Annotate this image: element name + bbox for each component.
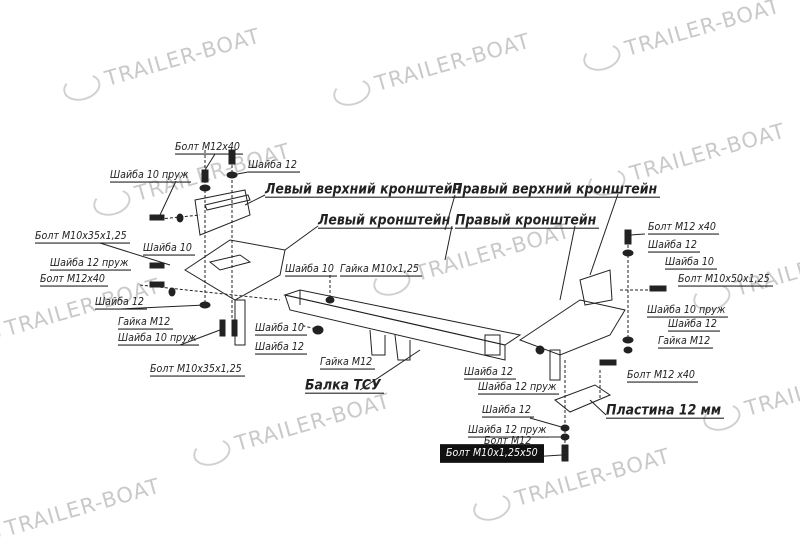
label-bolt-m10x50: Болт М10х50х1,25: [678, 273, 773, 287]
label-plate: Пластина 12 мм: [606, 402, 725, 419]
left-upper-bracket: [194, 189, 251, 236]
label-bolt-m10x35: Болт М10х35х1,25: [35, 230, 130, 244]
label-right-bracket: Правый кронштейн: [455, 212, 600, 229]
label-bolt-m12x40: Болт М12х40: [175, 141, 243, 155]
label-spring-washer-10: Шайба 10 пруж: [647, 304, 729, 318]
label-spring-washer-10: Шайба 10 пруж: [118, 332, 200, 346]
label-left-bracket: Левый кронштейн: [318, 212, 454, 229]
label-left-upper-bracket: Левый верхний кронштейн: [265, 181, 465, 198]
label-washer-10: Шайба 10: [255, 322, 307, 336]
label-washer-10: Шайба 10: [143, 242, 195, 256]
towbar-beam: [283, 289, 522, 361]
label-washer-12: Шайба 12: [255, 341, 307, 355]
label-washer-12: Шайба 12: [668, 318, 720, 332]
label-bolt-m10x35: Болт М10х35х1,25: [150, 363, 245, 377]
label-washer-12: Шайба 12: [248, 159, 300, 173]
label-nut-m10: Гайка М10х1,25: [340, 263, 422, 277]
right-bracket: [518, 269, 626, 381]
label-spring-washer-12: Шайба 12 пруж: [50, 257, 132, 271]
label-washer-12: Шайба 12: [648, 239, 700, 253]
label-nut-m12: Гайка М12: [658, 335, 714, 349]
label-nut-m12: Гайка М12: [118, 316, 174, 330]
label-washer-12: Шайба 12: [95, 296, 147, 310]
label-bolt-m12x40: Болт М12 х40: [627, 369, 698, 383]
label-spring-washer-10: Шайба 10 пруж: [110, 169, 192, 183]
label-washer-12: Шайба 12: [482, 404, 534, 418]
leader-lines: [99, 153, 646, 458]
label-nut-m12: Гайка М12: [320, 356, 376, 370]
label-right-upper-bracket: Правый верхний кронштейн: [452, 181, 661, 198]
label-washer-10: Шайба 10: [285, 263, 337, 277]
label-spring-washer-12: Шайба 12 пруж: [468, 424, 550, 438]
label-bolt-m10-highlighted: Болт М10х1,25х50: [440, 444, 544, 463]
fasteners: [149, 149, 667, 462]
label-bolt-m12x40: Болт М12 х40: [648, 221, 719, 235]
plate: [554, 384, 612, 413]
label-spring-washer-12: Шайба 12 пруж: [478, 381, 560, 395]
label-bolt-m12x40: Болт М12х40: [40, 273, 108, 287]
label-washer-10: Шайба 10: [665, 256, 717, 270]
label-towbar-beam: Балка ТСУ: [305, 377, 384, 394]
label-washer-12: Шайба 12: [464, 366, 516, 380]
